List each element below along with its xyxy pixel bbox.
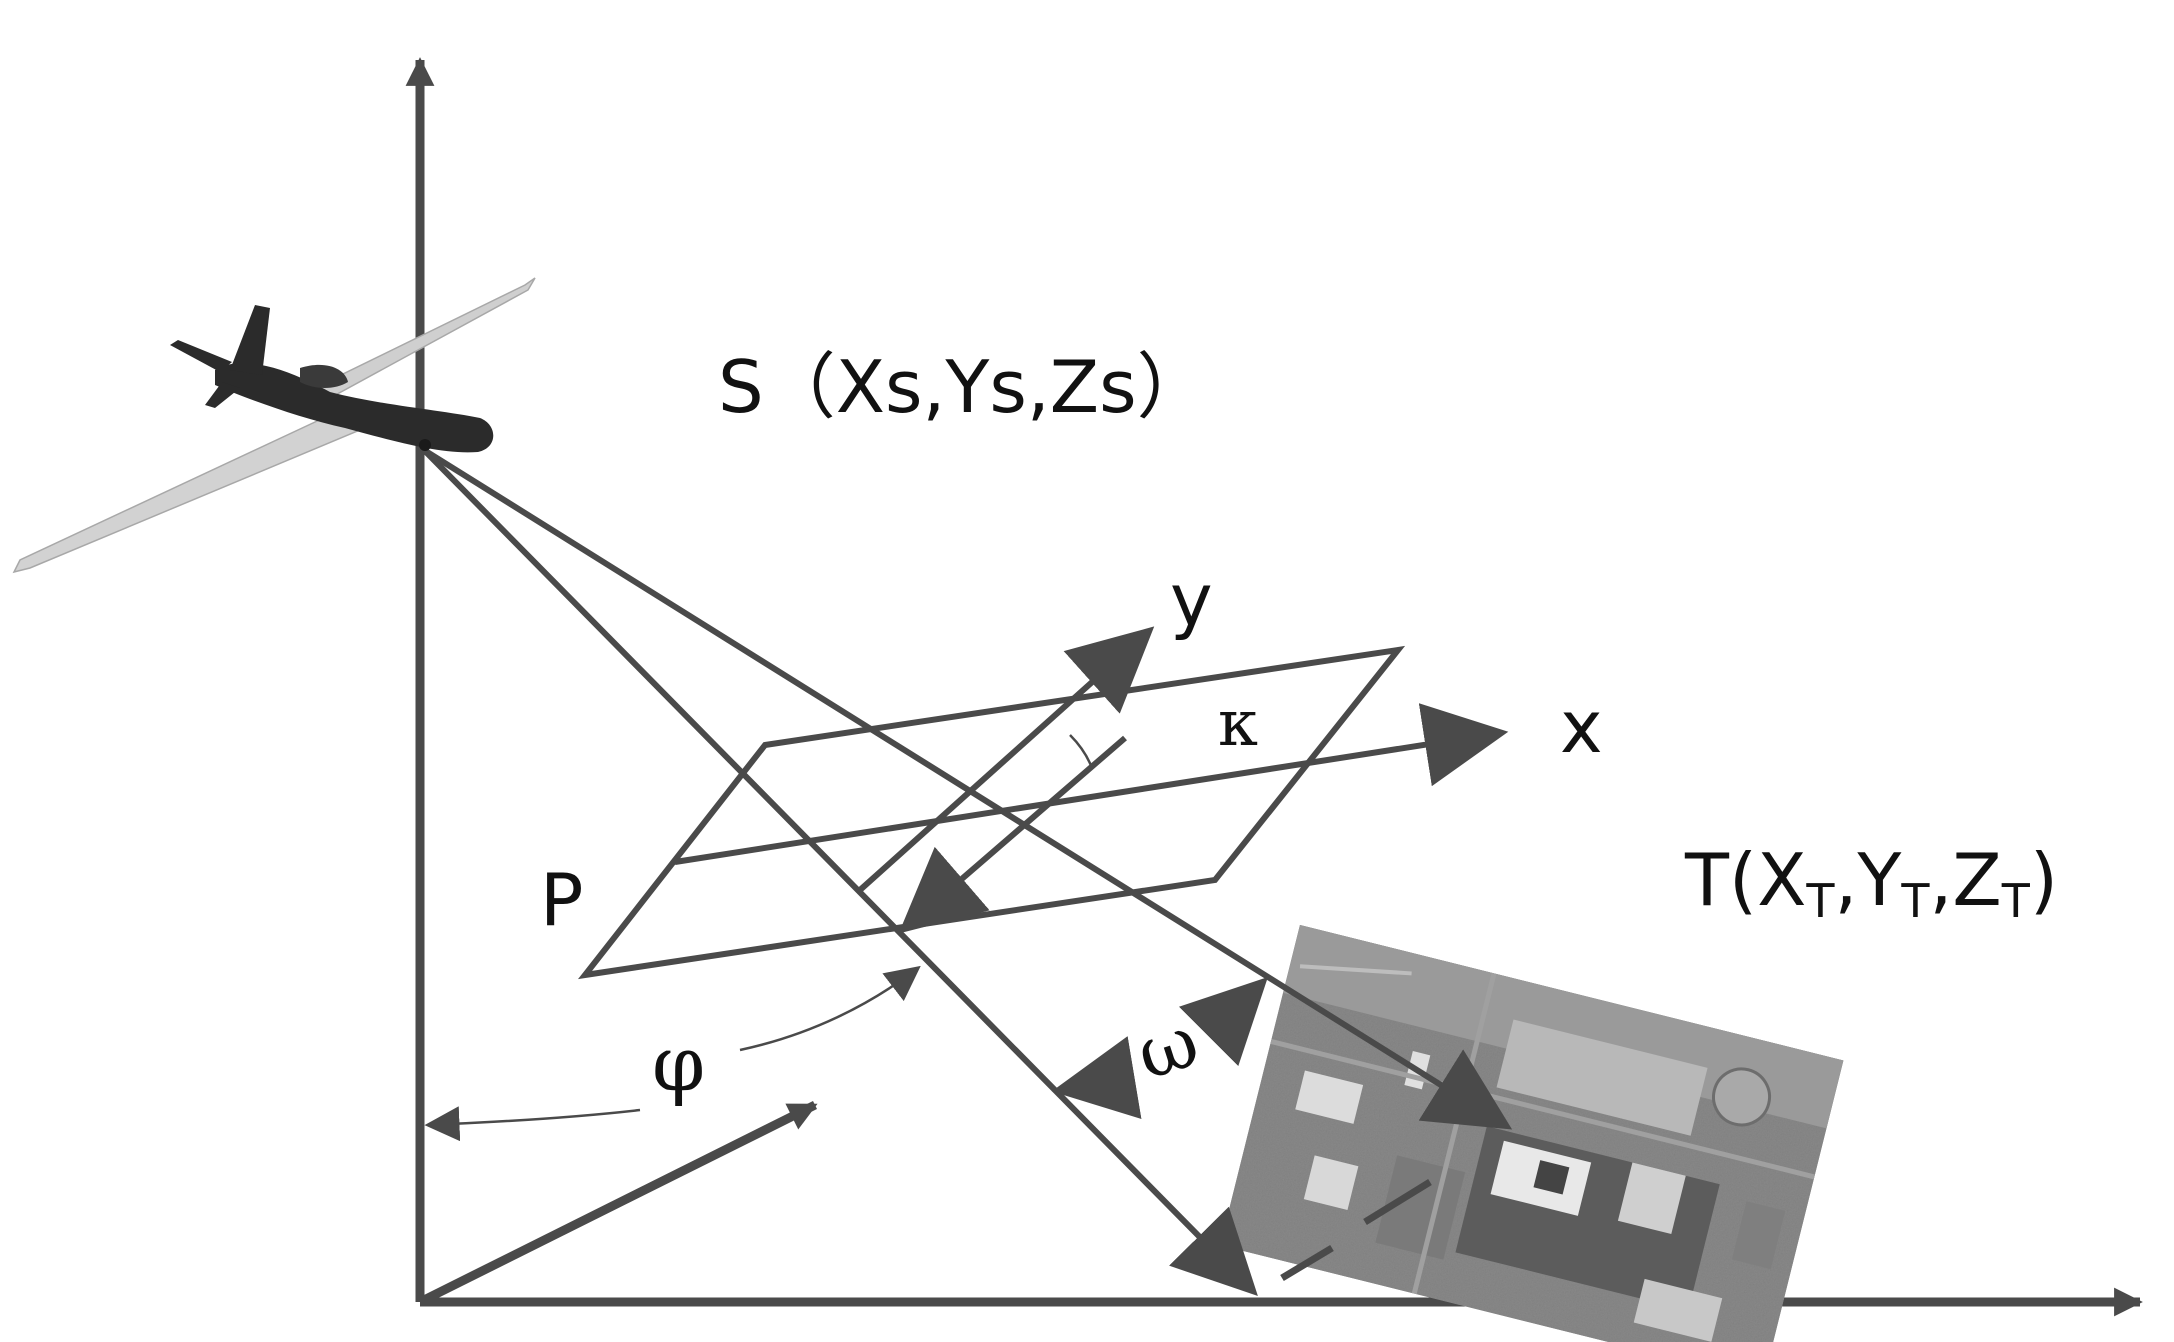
uav-engine	[300, 364, 348, 388]
target-marks	[1280, 1179, 1432, 1282]
label-y: y	[1170, 558, 1213, 642]
angle-arcs	[424, 734, 1268, 1142]
rotated-y-axis	[898, 735, 1127, 934]
projection-rays	[421, 447, 1513, 1296]
phi-arc-left	[424, 1106, 641, 1142]
image-x-axis	[674, 703, 1509, 865]
label-phi: φ	[652, 1019, 705, 1108]
uav-sensor	[419, 439, 431, 451]
ray-to-target	[422, 447, 1513, 1130]
label-t-main: T(X	[1684, 838, 1806, 922]
image-axes	[674, 626, 1509, 934]
omega-arrow-left	[1051, 1036, 1142, 1119]
mark-1	[1280, 1244, 1334, 1282]
ray-to-ground	[421, 447, 1258, 1296]
ground-vector	[417, 1100, 818, 1307]
uav-aircraft-icon	[12, 277, 536, 574]
mark-2	[1363, 1179, 1432, 1225]
uav-wing-near	[12, 414, 362, 574]
image-plane-outline	[577, 645, 1406, 980]
phi-arc-right	[739, 965, 921, 1052]
label-x: x	[1560, 685, 1603, 769]
label-t-sub2: T	[1900, 874, 1930, 928]
label-kappa: κ	[1218, 687, 1258, 761]
uav-tail-right	[205, 382, 240, 408]
target-aerial-image	[1220, 925, 1844, 1342]
image-plane	[577, 645, 1406, 980]
world-axes	[405, 57, 2143, 1317]
uav-tail-vertical	[230, 305, 270, 375]
label-t-sub3: T	[2001, 874, 2031, 928]
label-s: S（Xs,Ys,Zs）	[718, 345, 1209, 429]
kappa-arc	[1069, 734, 1094, 769]
label-t-z: ,Z	[1930, 838, 2002, 922]
label-t-close: )	[2030, 838, 2058, 922]
label-t-sub1: T	[1805, 874, 1835, 928]
label-p: P	[540, 858, 583, 942]
uav-fuselage	[215, 363, 494, 453]
image-y-axis	[857, 626, 1155, 893]
label-t-y: ,Y	[1835, 838, 1903, 922]
omega-arrow-right	[1178, 977, 1268, 1067]
uav-tail-left	[170, 340, 232, 372]
label-t: T(XT,YT,ZT)	[1684, 838, 2058, 928]
label-omega: ω	[1126, 998, 1208, 1096]
